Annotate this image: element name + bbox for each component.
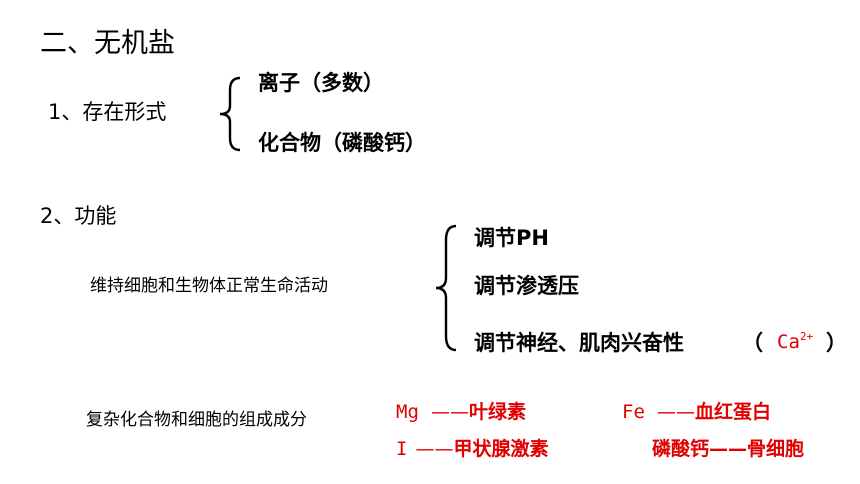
form-item-compound: 化合物（磷酸钙）	[258, 131, 426, 155]
example-element: 磷酸钙	[652, 438, 710, 460]
function-item-excitability: 调节神经、肌肉兴奋性	[474, 331, 684, 355]
ion-paren-close: ）	[826, 331, 847, 355]
section-title: 二、无机盐	[40, 28, 175, 59]
ion-charge: 2+	[799, 330, 814, 343]
example-compound: 血红蛋白	[694, 401, 771, 423]
example-compound: 骨细胞	[747, 438, 805, 460]
compounds-label: 复杂化合物和细胞的组成成分	[86, 410, 307, 430]
form-item-ions: 离子（多数）	[258, 71, 384, 95]
example-dash: ——	[709, 438, 748, 460]
example-fe: Fe ——血红蛋白	[622, 403, 771, 422]
example-dash: ——	[656, 401, 695, 423]
functions-heading: 2、功能	[40, 204, 117, 228]
example-i: I ——甲状腺激素	[396, 440, 549, 459]
example-compound: 叶绿素	[468, 401, 526, 423]
function-item-osmotic: 调节渗透压	[474, 274, 579, 298]
functions-sub: 维持细胞和生物体正常生命活动	[90, 276, 328, 296]
example-calcium-phosphate: 磷酸钙——骨细胞	[652, 440, 804, 459]
example-element: I	[396, 438, 408, 460]
functions-brace	[435, 224, 457, 352]
ion-symbol: Ca	[777, 331, 800, 353]
example-compound: 甲状腺激素	[453, 438, 549, 460]
function-item-ph: 调节PH	[474, 226, 549, 250]
forms-brace	[219, 76, 241, 152]
example-dash: ——	[415, 438, 454, 460]
example-dash: ——	[430, 401, 469, 423]
example-element: Fe	[622, 401, 645, 423]
example-mg: Mg ——叶绿素	[396, 403, 526, 422]
forms-heading: 1、存在形式	[48, 100, 167, 124]
ion-paren-open: （	[742, 331, 763, 355]
example-element: Mg	[396, 401, 419, 423]
ion-calcium: Ca2+	[777, 330, 814, 353]
